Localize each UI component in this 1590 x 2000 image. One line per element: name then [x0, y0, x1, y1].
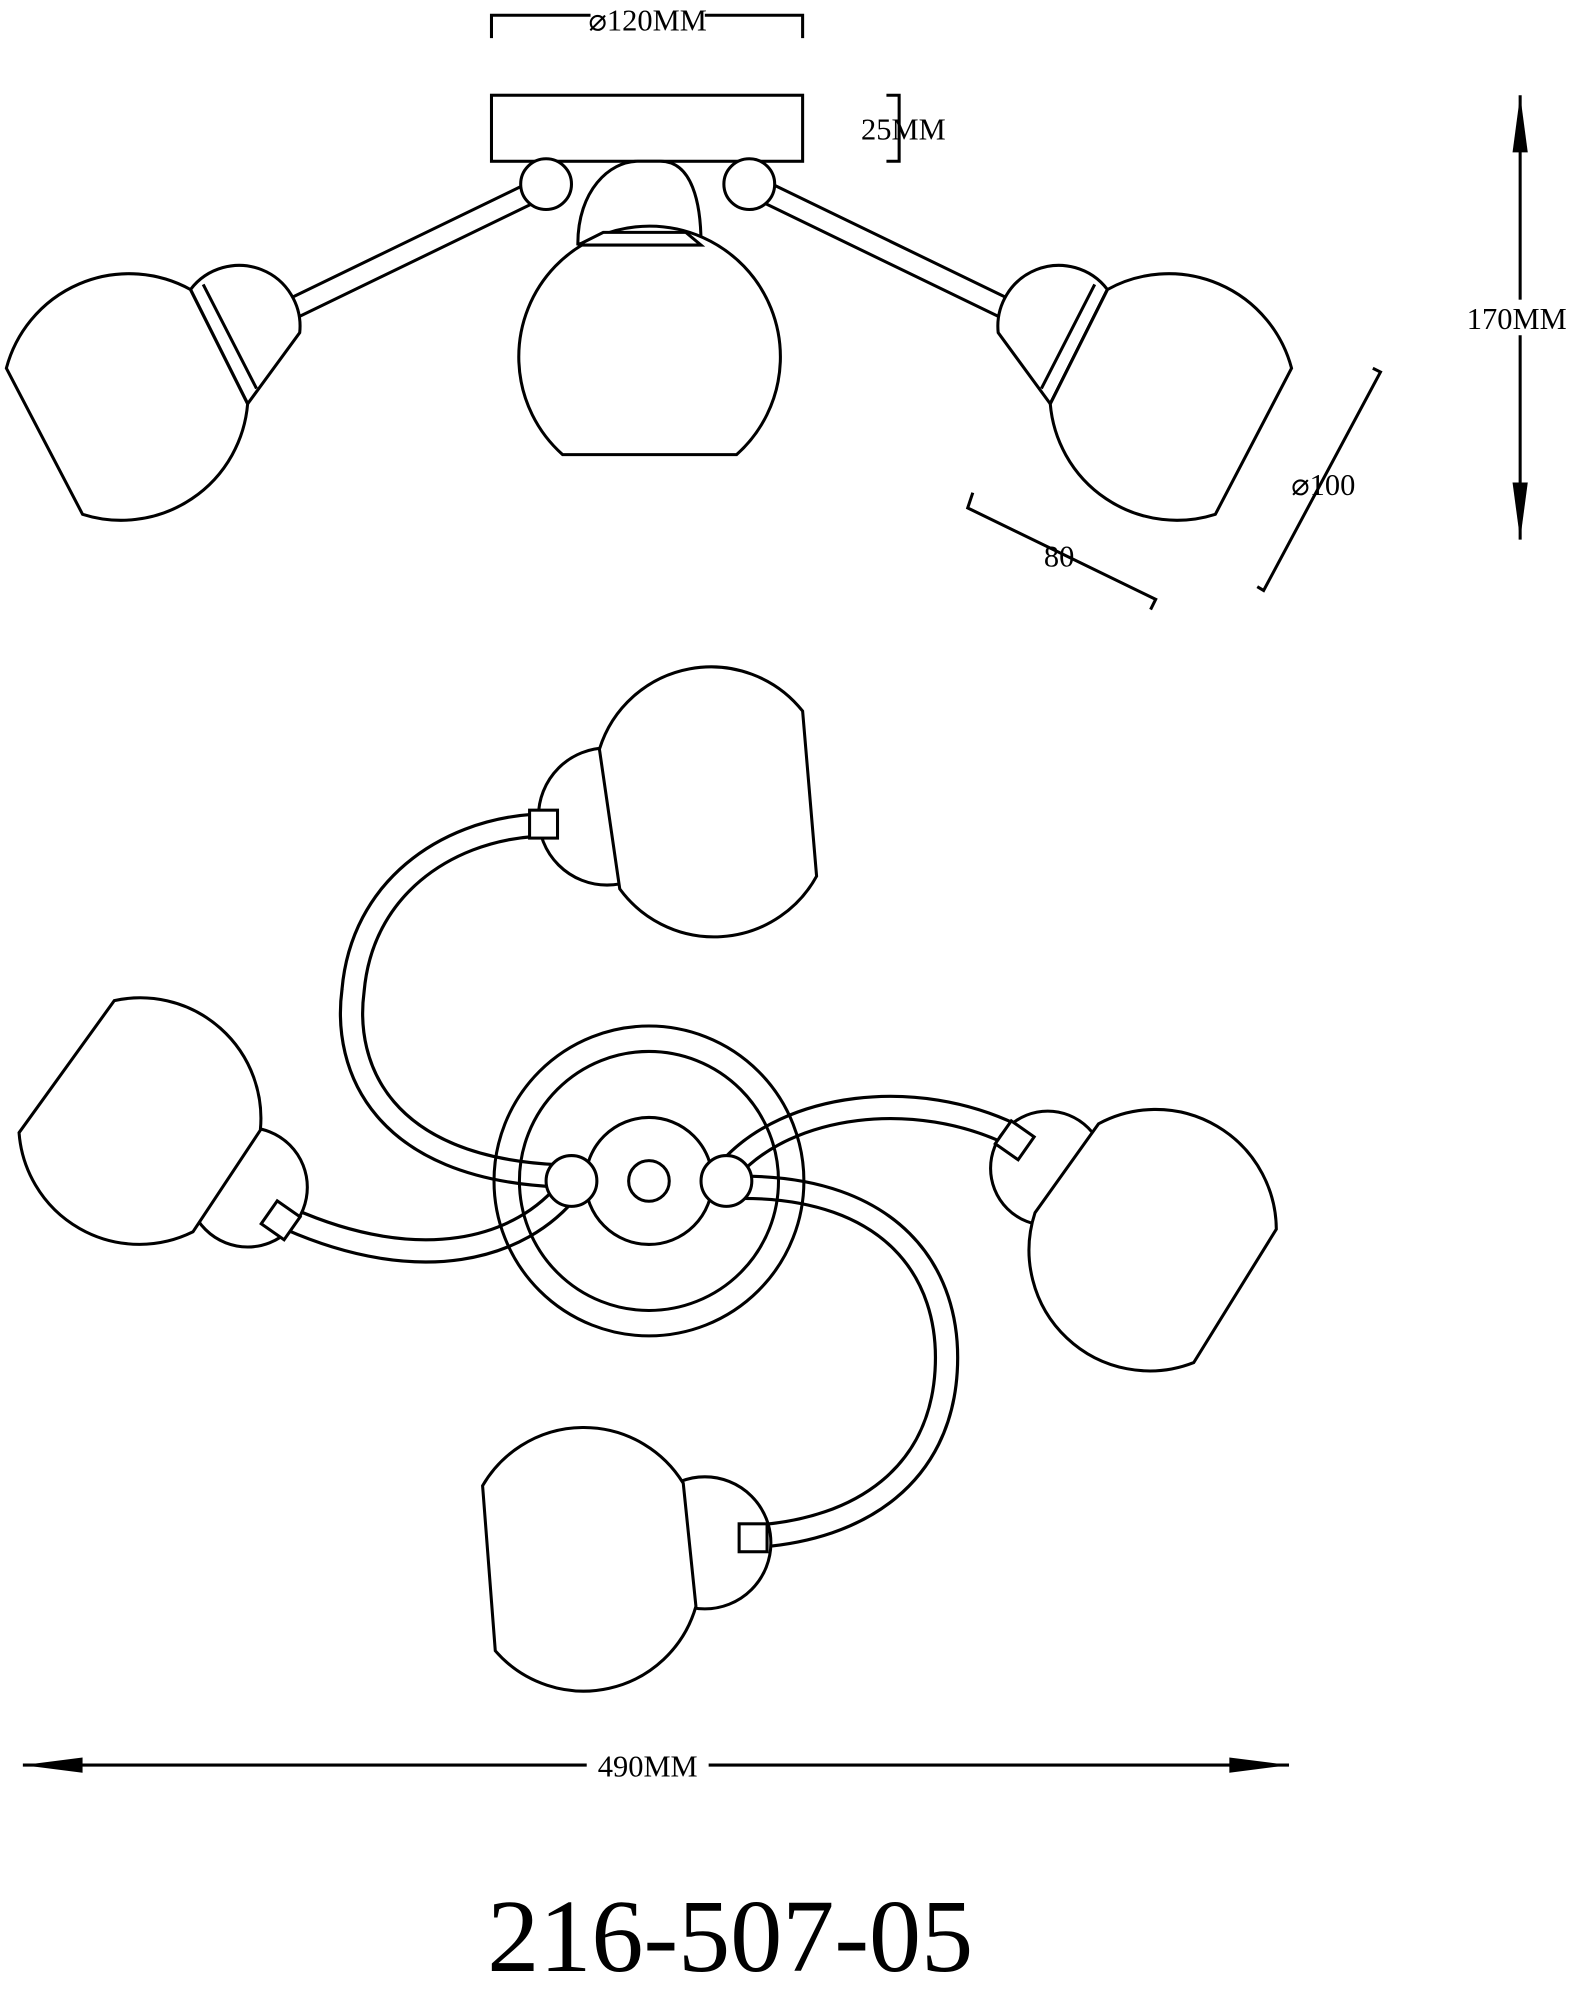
canopy-diameter-dimension-line — [489, 13, 805, 39]
total-width-label: 490MM — [598, 1750, 698, 1784]
center-holder — [576, 159, 703, 246]
outer-ring — [492, 1024, 806, 1338]
right-globe — [1027, 1107, 1278, 1373]
right-clamp — [993, 1118, 1037, 1162]
arrow-left-icon — [22, 1757, 83, 1773]
arrow-right-icon — [1229, 1757, 1290, 1773]
center-hole — [627, 1159, 671, 1203]
center-globe — [517, 224, 782, 457]
arrow-down-icon — [1512, 482, 1528, 540]
total-height-label: 170MM — [1467, 302, 1567, 336]
side-view: ⌀120MM 25MM 80 ⌀100 170MM — [4, 3, 1575, 611]
center-rim — [577, 230, 706, 247]
canopy-diameter-label: ⌀120MM — [589, 3, 707, 37]
left-holder — [188, 263, 302, 407]
right-arm — [763, 184, 1017, 322]
left-rim — [189, 283, 258, 405]
bottom-globe — [481, 1425, 698, 1693]
model-number: 216-507-05 — [487, 1878, 973, 1994]
canopy-height-dimension-line — [886, 93, 901, 163]
bottom-clamp — [737, 1522, 769, 1554]
top-view: 490MM — [17, 665, 1290, 1784]
left-joint — [544, 1154, 599, 1208]
right-joint — [699, 1154, 754, 1208]
right-joint — [722, 157, 777, 212]
top-globe — [597, 665, 819, 939]
left-joint — [519, 157, 574, 212]
canopy-height-label: 25MM — [861, 113, 946, 147]
left-clamp — [259, 1198, 303, 1242]
left-globe — [17, 996, 263, 1246]
right-holder — [996, 263, 1110, 407]
canopy — [489, 93, 805, 163]
shade-depth-label: 80 — [1044, 539, 1074, 573]
top-clamp — [528, 808, 560, 840]
right-rim — [1040, 283, 1109, 405]
inner-ring — [517, 1049, 781, 1312]
arrow-up-icon — [1512, 95, 1528, 153]
left-arm — [281, 184, 535, 322]
shade-depth-dimension-line — [965, 492, 1158, 611]
arms — [284, 812, 1022, 1550]
shade-diameter-dimension-line — [1256, 366, 1383, 593]
shade-diameter-label: ⌀100 — [1291, 468, 1355, 502]
